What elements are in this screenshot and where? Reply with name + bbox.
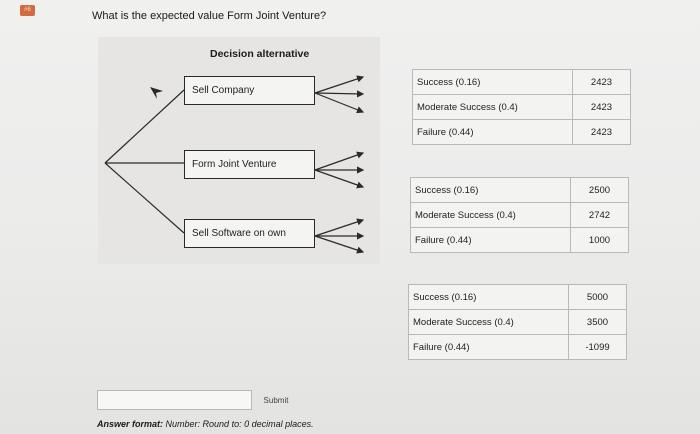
- table-row: Success (0.16) 2500: [410, 177, 629, 203]
- outcome-value: 2742: [570, 202, 629, 228]
- outcome-label: Success (0.16): [412, 69, 573, 95]
- outcome-table-sell-software: Success (0.16) 5000 Moderate Success (0.…: [408, 284, 627, 360]
- question-number-badge: #6: [20, 5, 35, 16]
- outcome-label: Moderate Success (0.4): [408, 309, 569, 335]
- table-row: Failure (0.44) 1000: [410, 227, 629, 253]
- answer-format-text: Number: Round to: 0 decimal places.: [165, 419, 314, 429]
- submit-button[interactable]: Submit: [256, 392, 296, 408]
- outcome-value: 2423: [572, 69, 631, 95]
- outcome-label: Failure (0.44): [410, 227, 571, 253]
- outcome-label: Success (0.16): [408, 284, 569, 310]
- outcome-label: Success (0.16): [410, 177, 571, 203]
- table-row: Moderate Success (0.4) 2423: [412, 94, 631, 120]
- table-row: Failure (0.44) -1099: [408, 334, 627, 360]
- outcome-value: 2423: [572, 94, 631, 120]
- table-row: Moderate Success (0.4) 2742: [410, 202, 629, 228]
- table-row: Success (0.16) 2423: [412, 69, 631, 95]
- alternative-box-joint-venture: Form Joint Venture: [184, 150, 315, 179]
- outcome-table-joint-venture: Success (0.16) 2500 Moderate Success (0.…: [410, 177, 629, 253]
- outcome-label: Failure (0.44): [408, 334, 569, 360]
- outcome-label: Failure (0.44): [412, 119, 573, 145]
- table-row: Moderate Success (0.4) 3500: [408, 309, 627, 335]
- outcome-value: 1000: [570, 227, 629, 253]
- answer-format-note: Answer format: Number: Round to: 0 decim…: [97, 419, 314, 429]
- outcome-value: 3500: [568, 309, 627, 335]
- outcome-table-sell-company: Success (0.16) 2423 Moderate Success (0.…: [412, 69, 631, 145]
- alternative-box-sell-software: Sell Software on own: [184, 219, 315, 248]
- alternative-box-sell-company: Sell Company: [184, 76, 315, 105]
- outcome-value: -1099: [568, 334, 627, 360]
- outcome-label: Moderate Success (0.4): [412, 94, 573, 120]
- answer-input[interactable]: [97, 390, 252, 410]
- table-row: Failure (0.44) 2423: [412, 119, 631, 145]
- outcome-value: 2500: [570, 177, 629, 203]
- answer-format-label: Answer format:: [97, 419, 164, 429]
- outcome-label: Moderate Success (0.4): [410, 202, 571, 228]
- question-text: What is the expected value Form Joint Ve…: [92, 10, 327, 22]
- outcome-value: 5000: [568, 284, 627, 310]
- outcome-value: 2423: [572, 119, 631, 145]
- table-row: Success (0.16) 5000: [408, 284, 627, 310]
- decision-alternative-heading: Decision alternative: [210, 48, 310, 60]
